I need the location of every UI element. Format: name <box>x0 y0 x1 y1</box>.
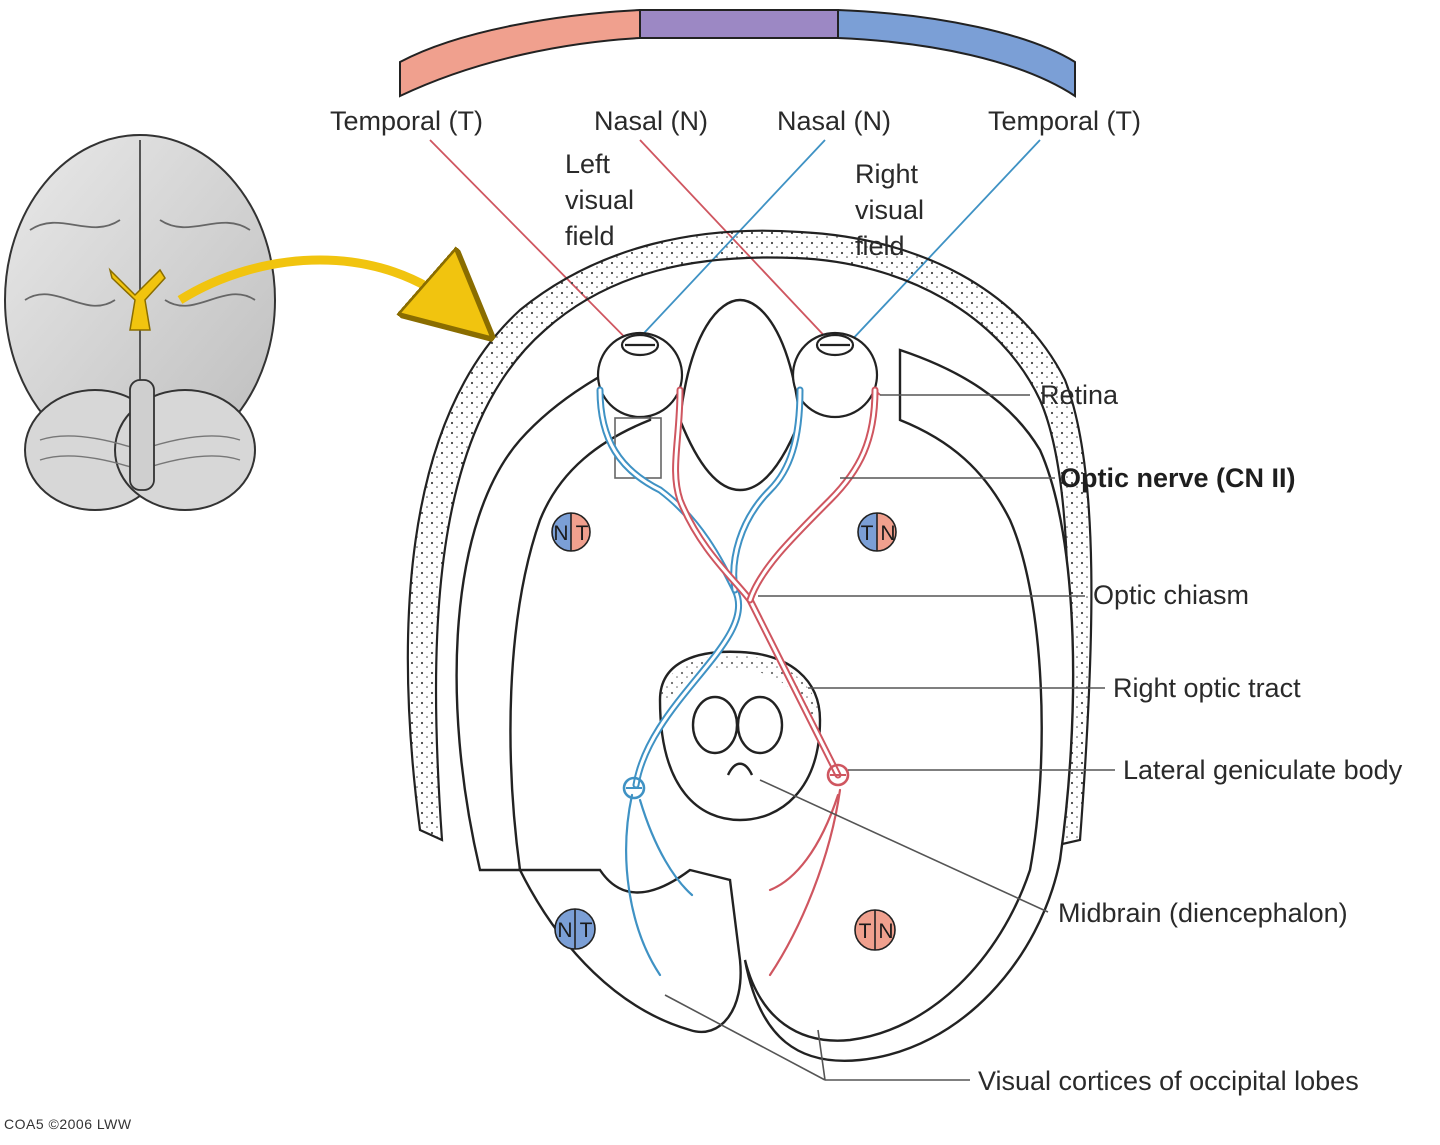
lgb-left <box>622 776 646 800</box>
badge-top-left: N T <box>551 512 591 552</box>
optic-nerve-label: Optic nerve (CN II) <box>1060 463 1296 493</box>
left-eye <box>596 331 684 419</box>
right-visual-field-line: field <box>855 231 905 261</box>
badge-letter: T <box>861 522 874 545</box>
midbrain-shading <box>658 654 819 717</box>
badge-letter: T <box>859 920 872 943</box>
badge-letter: T <box>580 919 593 942</box>
badge-letter: N <box>878 920 893 943</box>
left-visual-field-label: Left visual field <box>565 146 634 254</box>
right-nasal-label: Nasal (N) <box>777 106 892 136</box>
pathways <box>596 386 879 977</box>
brain-outline <box>455 298 1075 1062</box>
right-eye <box>791 331 879 419</box>
retina-label: Retina <box>1040 380 1119 410</box>
lateral-geniculate-label: Lateral geniculate body <box>1123 755 1403 785</box>
optic-chiasm-label: Optic chiasm <box>1093 580 1250 610</box>
badge-letter: N <box>880 522 895 545</box>
right-visual-field-line: Right <box>855 159 919 189</box>
right-temporal-label: Temporal (T) <box>988 106 1142 136</box>
visual-field-arc <box>399 8 1076 98</box>
left-visual-field-line: field <box>565 221 615 251</box>
right-visual-field-label: Right visual field <box>855 156 924 264</box>
badge-letter: N <box>553 522 568 545</box>
badge-top-right: T N <box>857 512 897 552</box>
brain-inferior-view <box>4 134 276 511</box>
badge-bottom-right: T N <box>854 909 896 951</box>
lgb-right <box>826 763 850 787</box>
badge-letter: T <box>576 522 589 545</box>
badge-bottom-left: N T <box>554 908 596 950</box>
leader-lines <box>664 394 1115 1081</box>
left-nasal-label: Nasal (N) <box>594 106 709 136</box>
visual-cortices-label: Visual cortices of occipital lobes <box>978 1066 1359 1096</box>
left-temporal-label: Temporal (T) <box>330 106 484 136</box>
badge-letter: N <box>557 919 572 942</box>
midbrain-label: Midbrain (diencephalon) <box>1058 898 1348 928</box>
pointer-arrow <box>177 260 460 310</box>
right-visual-field-line: visual <box>855 195 925 225</box>
left-visual-field-line: visual <box>565 185 635 215</box>
skull-outline <box>406 229 1093 847</box>
left-visual-field-line: Left <box>565 149 611 179</box>
copyright-text: COA5 ©2006 LWW <box>4 1116 132 1132</box>
right-optic-tract-label: Right optic tract <box>1113 673 1301 703</box>
